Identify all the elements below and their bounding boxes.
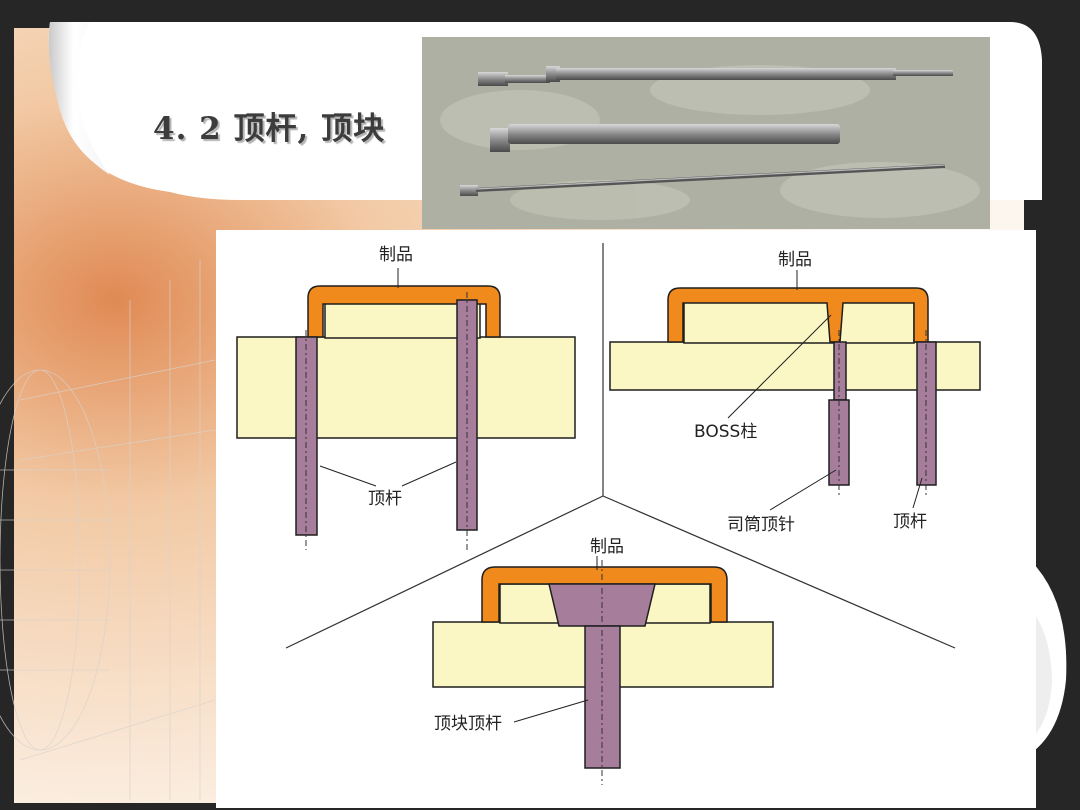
diagram-top-right: 制品 BOSS柱 司筒顶针 顶杆: [609, 250, 981, 535]
product-shell-right: [667, 287, 929, 343]
diagram-top-left: 制品 顶杆: [236, 245, 576, 550]
label-product-tr: 制品: [778, 250, 812, 270]
label-block-pin: 顶块顶杆: [434, 714, 502, 734]
mold-core-right: [683, 299, 915, 344]
label-pin-tl: 顶杆: [368, 489, 402, 509]
panel-dividers: [285, 243, 956, 649]
mold-plate-left: [236, 336, 576, 439]
slide-title: 4. 2 顶杆, 顶块: [153, 111, 386, 147]
diagram-bottom: 制品 顶块顶杆: [432, 537, 774, 785]
label-boss: BOSS柱: [694, 422, 757, 442]
label-product-bottom: 制品: [590, 537, 624, 557]
label-pin-tr: 顶杆: [893, 512, 927, 532]
sleeve-pin-upper: [833, 341, 847, 401]
product-shell-bottom: [481, 566, 728, 623]
product-shell-left: [307, 285, 501, 338]
ejector-pins-photo: [422, 37, 990, 229]
ejector-pin-left: [295, 336, 318, 536]
label-sleeve-pin: 司筒顶针: [727, 515, 795, 535]
label-product-tl: 制品: [379, 245, 413, 265]
